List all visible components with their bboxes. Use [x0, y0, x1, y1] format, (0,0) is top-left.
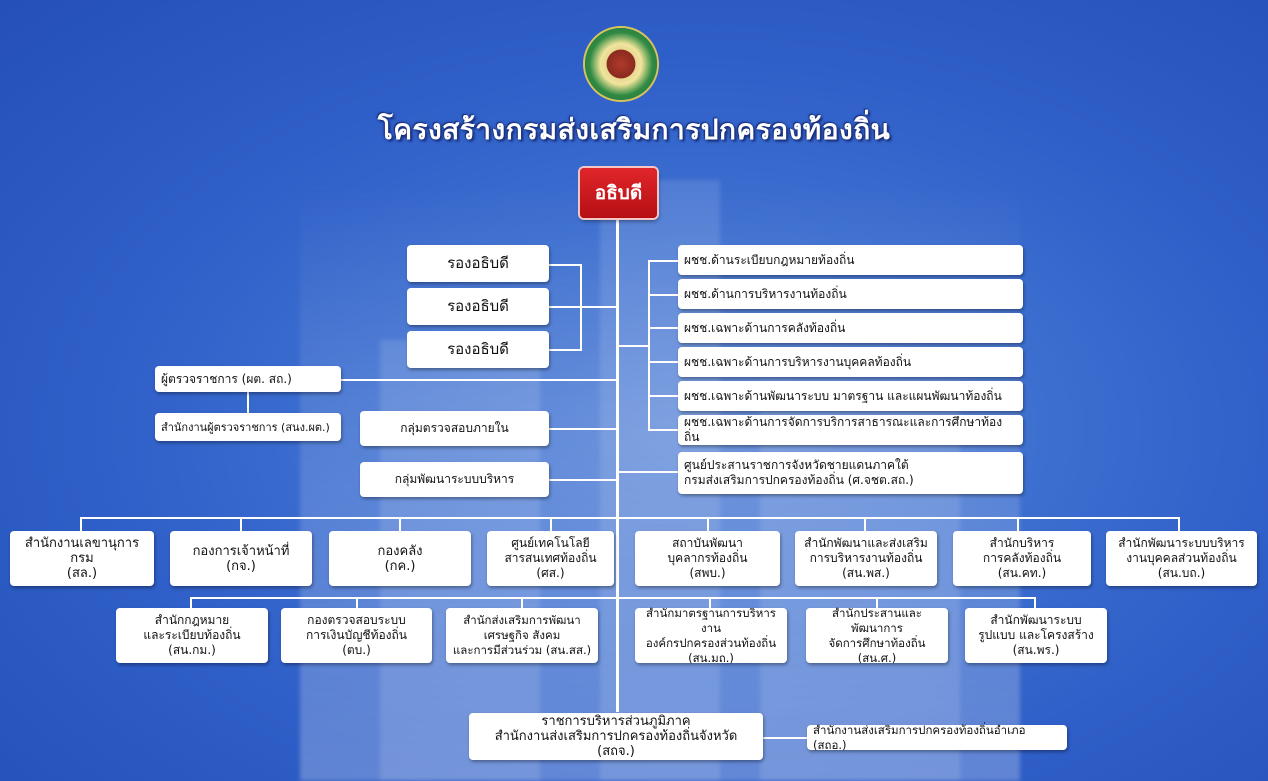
connector-line [1034, 597, 1036, 609]
admin-development-box: กลุ่มพัฒนาระบบบริหาร [360, 462, 549, 497]
connector-line [648, 327, 678, 329]
connector-line [549, 479, 617, 481]
connector-line [618, 345, 650, 347]
connector-line [80, 517, 82, 532]
division-label: กองการเจ้าหน้าที่ (กจ.) [192, 543, 290, 574]
division-label: สำนักบริหาร การคลังท้องถิ่น (สน.คท.) [982, 536, 1062, 580]
division-box: สำนักพัฒนาระบบบริหาร งานบุคคลส่วนท้องถิ่… [1106, 531, 1257, 586]
expert-box: ผชช.ด้านการบริหารงานท้องถิ่น [678, 279, 1023, 309]
expert-box: ผชช.เฉพาะด้านพัฒนาระบบ มาตรฐาน และแผนพัฒ… [678, 381, 1023, 411]
connector-line [648, 260, 678, 262]
expert-box: ผชช.เฉพาะด้านการจัดการบริการสาธารณะและกา… [678, 415, 1023, 445]
division-label: สำนักงานเลขานุการกรม (สล.) [24, 536, 140, 581]
page-title: โครงสร้างกรมส่งเสริมการปกครองท้องถิ่น [377, 113, 891, 146]
internal-audit-box: กลุ่มตรวจสอบภายใน [360, 411, 549, 446]
row2-bus-line [190, 597, 1036, 599]
regional-label: ราชการบริหารส่วนภูมิภาค สำนักงานส่งเสริม… [494, 714, 738, 759]
expert-label: ผชช.ด้านระเบียบกฎหมายท้องถิ่น [684, 252, 855, 267]
division-box: สถาบันพัฒนา บุคลากรท้องถิ่น (สพบ.) [635, 531, 780, 586]
inspector-label: ผู้ตรวจราชการ (ผต. สถ.) [161, 371, 292, 386]
connector-line [240, 517, 242, 532]
division-label: สำนักส่งเสริมการพัฒนา เศรษฐกิจ สังคม และ… [452, 613, 592, 657]
district-box: สำนักงานส่งเสริมการปกครองท้องถิ่นอำเภอ (… [807, 722, 1067, 752]
row1-bus-line [80, 517, 1180, 519]
deputy-box: รองอธิบดี [407, 288, 549, 325]
connector-line [190, 597, 192, 609]
division-box: สำนักบริหาร การคลังท้องถิ่น (สน.คท.) [953, 531, 1091, 586]
division-label: สำนักพัฒนาระบบ รูปแบบ และโครงสร้าง (สน.พ… [978, 613, 1094, 657]
expert-box: ผชช.เฉพาะด้านการบริหารงานบุคคลท้องถิ่น [678, 347, 1023, 377]
connector-line [648, 395, 678, 397]
inspector-box: ผู้ตรวจราชการ (ผต. สถ.) [155, 366, 341, 392]
connector-line [549, 428, 617, 430]
connector-line [1017, 517, 1019, 532]
division-label: กองคลัง (กค.) [377, 543, 423, 574]
deputy-label: รองอธิบดี [447, 340, 509, 358]
connector-line [247, 391, 249, 413]
division-box: สำนักมาตรฐานการบริหารงาน องค์กรปกครองส่ว… [635, 605, 787, 665]
division-box: กองตรวจสอบระบบ การเงินบัญชีท้องถิ่น (ตบ.… [281, 608, 432, 663]
expert-label: ผชช.ด้านการบริหารงานท้องถิ่น [684, 286, 847, 301]
connector-line [521, 597, 523, 609]
connector-line [648, 361, 678, 363]
division-label: กองตรวจสอบระบบ การเงินบัญชีท้องถิ่น (ตบ.… [305, 613, 408, 657]
connector-line [549, 306, 582, 308]
main-trunk-line [616, 218, 619, 712]
division-box: สำนักส่งเสริมการพัฒนา เศรษฐกิจ สังคม และ… [446, 608, 598, 663]
division-box: ศูนย์เทคโนโลยี สารสนเทศท้องถิ่น (ศส.) [487, 531, 614, 586]
director-box: อธิบดี [580, 168, 657, 218]
director-label: อธิบดี [594, 182, 643, 204]
department-logo [585, 28, 657, 100]
connector-line [341, 379, 617, 381]
deputy-box: รองอธิบดี [407, 245, 549, 282]
division-box: กองคลัง (กค.) [329, 531, 471, 586]
connector-line [1178, 517, 1180, 532]
expert-box: ผชช.ด้านระเบียบกฎหมายท้องถิ่น [678, 245, 1023, 275]
division-box: สำนักกฎหมาย และระเบียบท้องถิ่น (สน.กม.) [116, 608, 268, 663]
connector-line [618, 471, 678, 473]
connector-line [864, 517, 866, 532]
expert-label: ผชช.เฉพาะด้านการคลังท้องถิ่น [684, 320, 846, 335]
connector-line [763, 737, 808, 739]
district-label: สำนักงานส่งเสริมการปกครองท้องถิ่นอำเภอ (… [813, 722, 1026, 752]
inspector-office-label: สำนักงานผู้ตรวจราชการ (สนง.ผต.) [161, 420, 330, 434]
regional-box: ราชการบริหารส่วนภูมิภาค สำนักงานส่งเสริม… [469, 713, 763, 760]
division-label: สำนักประสานและพัฒนาการ จัดการศึกษาท้องถิ… [828, 605, 926, 665]
connector-line [356, 597, 358, 609]
expert-label: ผชช.เฉพาะด้านการบริหารงานบุคคลท้องถิ่น [684, 354, 912, 369]
connector-line [550, 517, 552, 532]
connector-line [876, 597, 878, 609]
deputy-box: รองอธิบดี [407, 331, 549, 368]
connector-line [707, 517, 709, 532]
border-center-box: ศูนย์ประสานราชการจังหวัดชายแดนภาคใต้ กรม… [678, 452, 1023, 494]
division-label: ศูนย์เทคโนโลยี สารสนเทศท้องถิ่น (ศส.) [504, 536, 597, 580]
deputy-label: รองอธิบดี [447, 254, 509, 272]
division-box: สำนักงานเลขานุการกรม (สล.) [10, 531, 154, 586]
connector-line [648, 294, 678, 296]
expert-box: ผชช.เฉพาะด้านการคลังท้องถิ่น [678, 313, 1023, 343]
expert-label: ผชช.เฉพาะด้านพัฒนาระบบ มาตรฐาน และแผนพัฒ… [684, 388, 1002, 403]
connector-line [709, 597, 711, 609]
division-label: สำนักมาตรฐานการบริหารงาน องค์กรปกครองส่ว… [645, 605, 777, 665]
division-box: สำนักพัฒนาระบบ รูปแบบ และโครงสร้าง (สน.พ… [965, 608, 1107, 663]
expert-label: ผชช.เฉพาะด้านการจัดการบริการสาธารณะและกา… [684, 415, 1003, 444]
internal-audit-label: กลุ่มตรวจสอบภายใน [400, 421, 509, 435]
connector-line [580, 306, 617, 308]
division-box: สำนักพัฒนาและส่งเสริม การบริหารงานท้องถิ… [795, 531, 937, 586]
connector-line [399, 517, 401, 532]
deputy-label: รองอธิบดี [447, 297, 509, 315]
connector-line [648, 429, 678, 431]
connector-line [549, 349, 582, 351]
division-label: สำนักกฎหมาย และระเบียบท้องถิ่น (สน.กม.) [143, 613, 241, 657]
division-box: สำนักประสานและพัฒนาการ จัดการศึกษาท้องถิ… [806, 605, 948, 665]
division-label: สำนักพัฒนาและส่งเสริม การบริหารงานท้องถิ… [804, 536, 928, 580]
division-label: สำนักพัฒนาระบบบริหาร งานบุคคลส่วนท้องถิ่… [1118, 536, 1245, 580]
border-center-label: ศูนย์ประสานราชการจังหวัดชายแดนภาคใต้ กรม… [684, 458, 914, 487]
division-box: กองการเจ้าหน้าที่ (กจ.) [170, 531, 312, 586]
inspector-office-box: สำนักงานผู้ตรวจราชการ (สนง.ผต.) [155, 413, 341, 441]
connector-line [549, 264, 582, 266]
admin-development-label: กลุ่มพัฒนาระบบบริหาร [394, 472, 515, 486]
division-label: สถาบันพัฒนา บุคลากรท้องถิ่น (สพบ.) [667, 536, 748, 580]
